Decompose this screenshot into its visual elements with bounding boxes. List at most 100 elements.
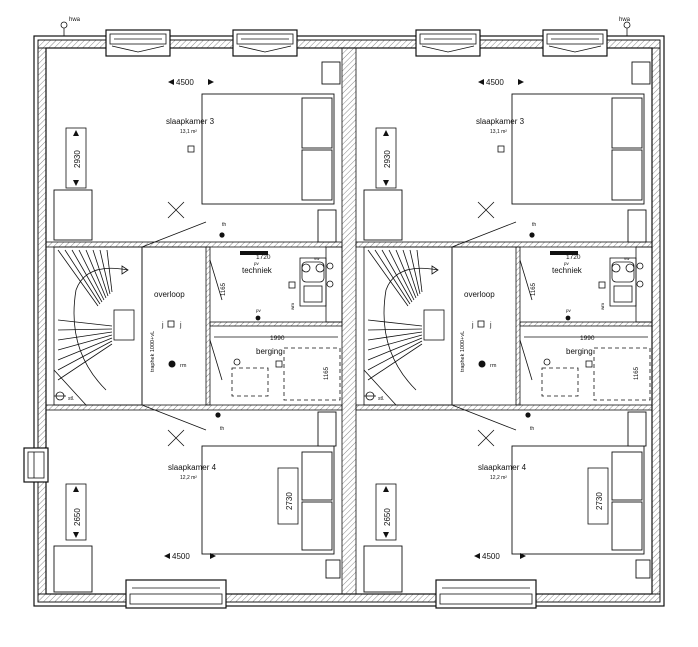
vw-label: vw [314, 256, 320, 261]
berging-label: berging [256, 347, 283, 356]
desk-sk4 [363, 545, 403, 593]
door-sk4 [141, 404, 207, 431]
traphek-label: traphek 1000+vL [150, 331, 156, 372]
wall-landing-bottom [355, 404, 653, 411]
ceiling-light-icon [477, 320, 485, 328]
thermostat-icon [529, 232, 535, 238]
door-sk3 [141, 221, 207, 248]
th-label-bottom: th [530, 426, 534, 432]
berg-light-icon [275, 360, 283, 368]
th-label-bottom: th [220, 426, 224, 432]
pv-label-1: pv [254, 261, 260, 266]
vent-icon [477, 201, 495, 219]
tech-height: 1165 [221, 282, 227, 296]
desk-sk4 [53, 545, 93, 593]
tech-width: 1720 [566, 254, 581, 261]
wtw-unit [541, 367, 579, 397]
wall-landing-bottom [45, 404, 343, 411]
pv-label-2: pv [566, 308, 572, 313]
sk3-height-band [65, 127, 87, 189]
boiler-icon [299, 257, 327, 307]
slaapkamer-4-area: 12,2 m² [490, 475, 507, 481]
sk4-right-band [277, 467, 299, 525]
techniek-label: techniek [242, 266, 273, 275]
sk3-width-dim: 4500 [486, 78, 504, 87]
overloop-label: overloop [154, 290, 185, 299]
th-label-top: th [532, 222, 536, 228]
berging-label: berging [566, 347, 593, 356]
socket [321, 61, 341, 85]
rm-icon [478, 360, 486, 368]
wall-landing-top [45, 241, 343, 248]
rm-icon [168, 360, 176, 368]
tech-height: 1165 [531, 282, 537, 296]
berg-width: 1990 [270, 335, 285, 342]
slaapkamer-3-area: 13,1 m² [180, 129, 197, 135]
techniek-label: techniek [552, 266, 583, 275]
hwa-label-left: hwa [60, 17, 81, 29]
door-tech [519, 259, 533, 301]
th-label-top: th [222, 222, 226, 228]
sk3-light-icon [187, 145, 195, 153]
wall-tech [515, 246, 521, 406]
j-label-2: j [489, 322, 492, 329]
sk3-height-band [375, 127, 397, 189]
door-tech [209, 259, 223, 301]
sk3-height-dim: 2930 [383, 150, 392, 168]
berg-light-icon [585, 360, 593, 368]
slaapkamer-3-area: 13,1 m² [490, 129, 507, 135]
wall-tech-berg [209, 321, 343, 327]
door-berg [209, 339, 223, 381]
slaapkamer-4-area: 12,2 m² [180, 475, 197, 481]
stl-label: stl. [378, 396, 384, 402]
desk-sk3 [363, 189, 403, 241]
berg-height: 1165 [634, 366, 640, 380]
wall-tech-berg [519, 321, 653, 327]
berg-height: 1165 [324, 366, 330, 380]
pv-label-2: pv [256, 308, 262, 313]
rm-label: rm [180, 363, 187, 369]
wall-tech [205, 246, 211, 406]
wm-label: wm [600, 303, 605, 310]
door-sk4 [451, 404, 517, 431]
nightstand [627, 411, 647, 447]
svg-text:hwa: hwa [619, 17, 631, 23]
side-window [23, 447, 49, 483]
sk3-light-icon [497, 145, 505, 153]
sk4-height-band [375, 483, 397, 541]
door-berg [519, 339, 533, 381]
j-label-1: j [471, 322, 474, 329]
nightstand [627, 209, 647, 243]
traphek-label: traphek 1000+vL [460, 331, 466, 372]
berg-width: 1990 [580, 335, 595, 342]
desk-sk3 [53, 189, 93, 241]
socket [325, 559, 341, 579]
sk4-right-dim: 2730 [285, 492, 294, 510]
sk4-height-dim: 2650 [73, 508, 82, 526]
pv-bar [550, 251, 578, 255]
boiler-icon [609, 257, 637, 307]
nightstand [317, 209, 337, 243]
wtw-unit [231, 367, 269, 397]
slaapkamer-3-label: slaapkamer 3 [476, 117, 525, 126]
socket [635, 559, 651, 579]
pv-bar [240, 251, 268, 255]
vent-icon [167, 201, 185, 219]
door-sk3 [451, 221, 517, 248]
sk3-height-dim: 2930 [73, 150, 82, 168]
stl-label: stl. [68, 396, 74, 402]
sk4-width-dim: 4500 [172, 552, 190, 561]
tech-light-icon [598, 281, 606, 289]
sk4-right-dim: 2730 [595, 492, 604, 510]
thermostat-icon [525, 412, 531, 418]
sk3-width-dim: 4500 [176, 78, 194, 87]
sk4-width-dim: 4500 [482, 552, 500, 561]
wall-landing-top [355, 241, 653, 248]
socket [631, 61, 651, 85]
thermostat-icon [215, 412, 221, 418]
svg-text:hwa: hwa [69, 17, 81, 23]
slaapkamer-3-label: slaapkamer 3 [166, 117, 215, 126]
sk4-height-dim: 2650 [383, 508, 392, 526]
